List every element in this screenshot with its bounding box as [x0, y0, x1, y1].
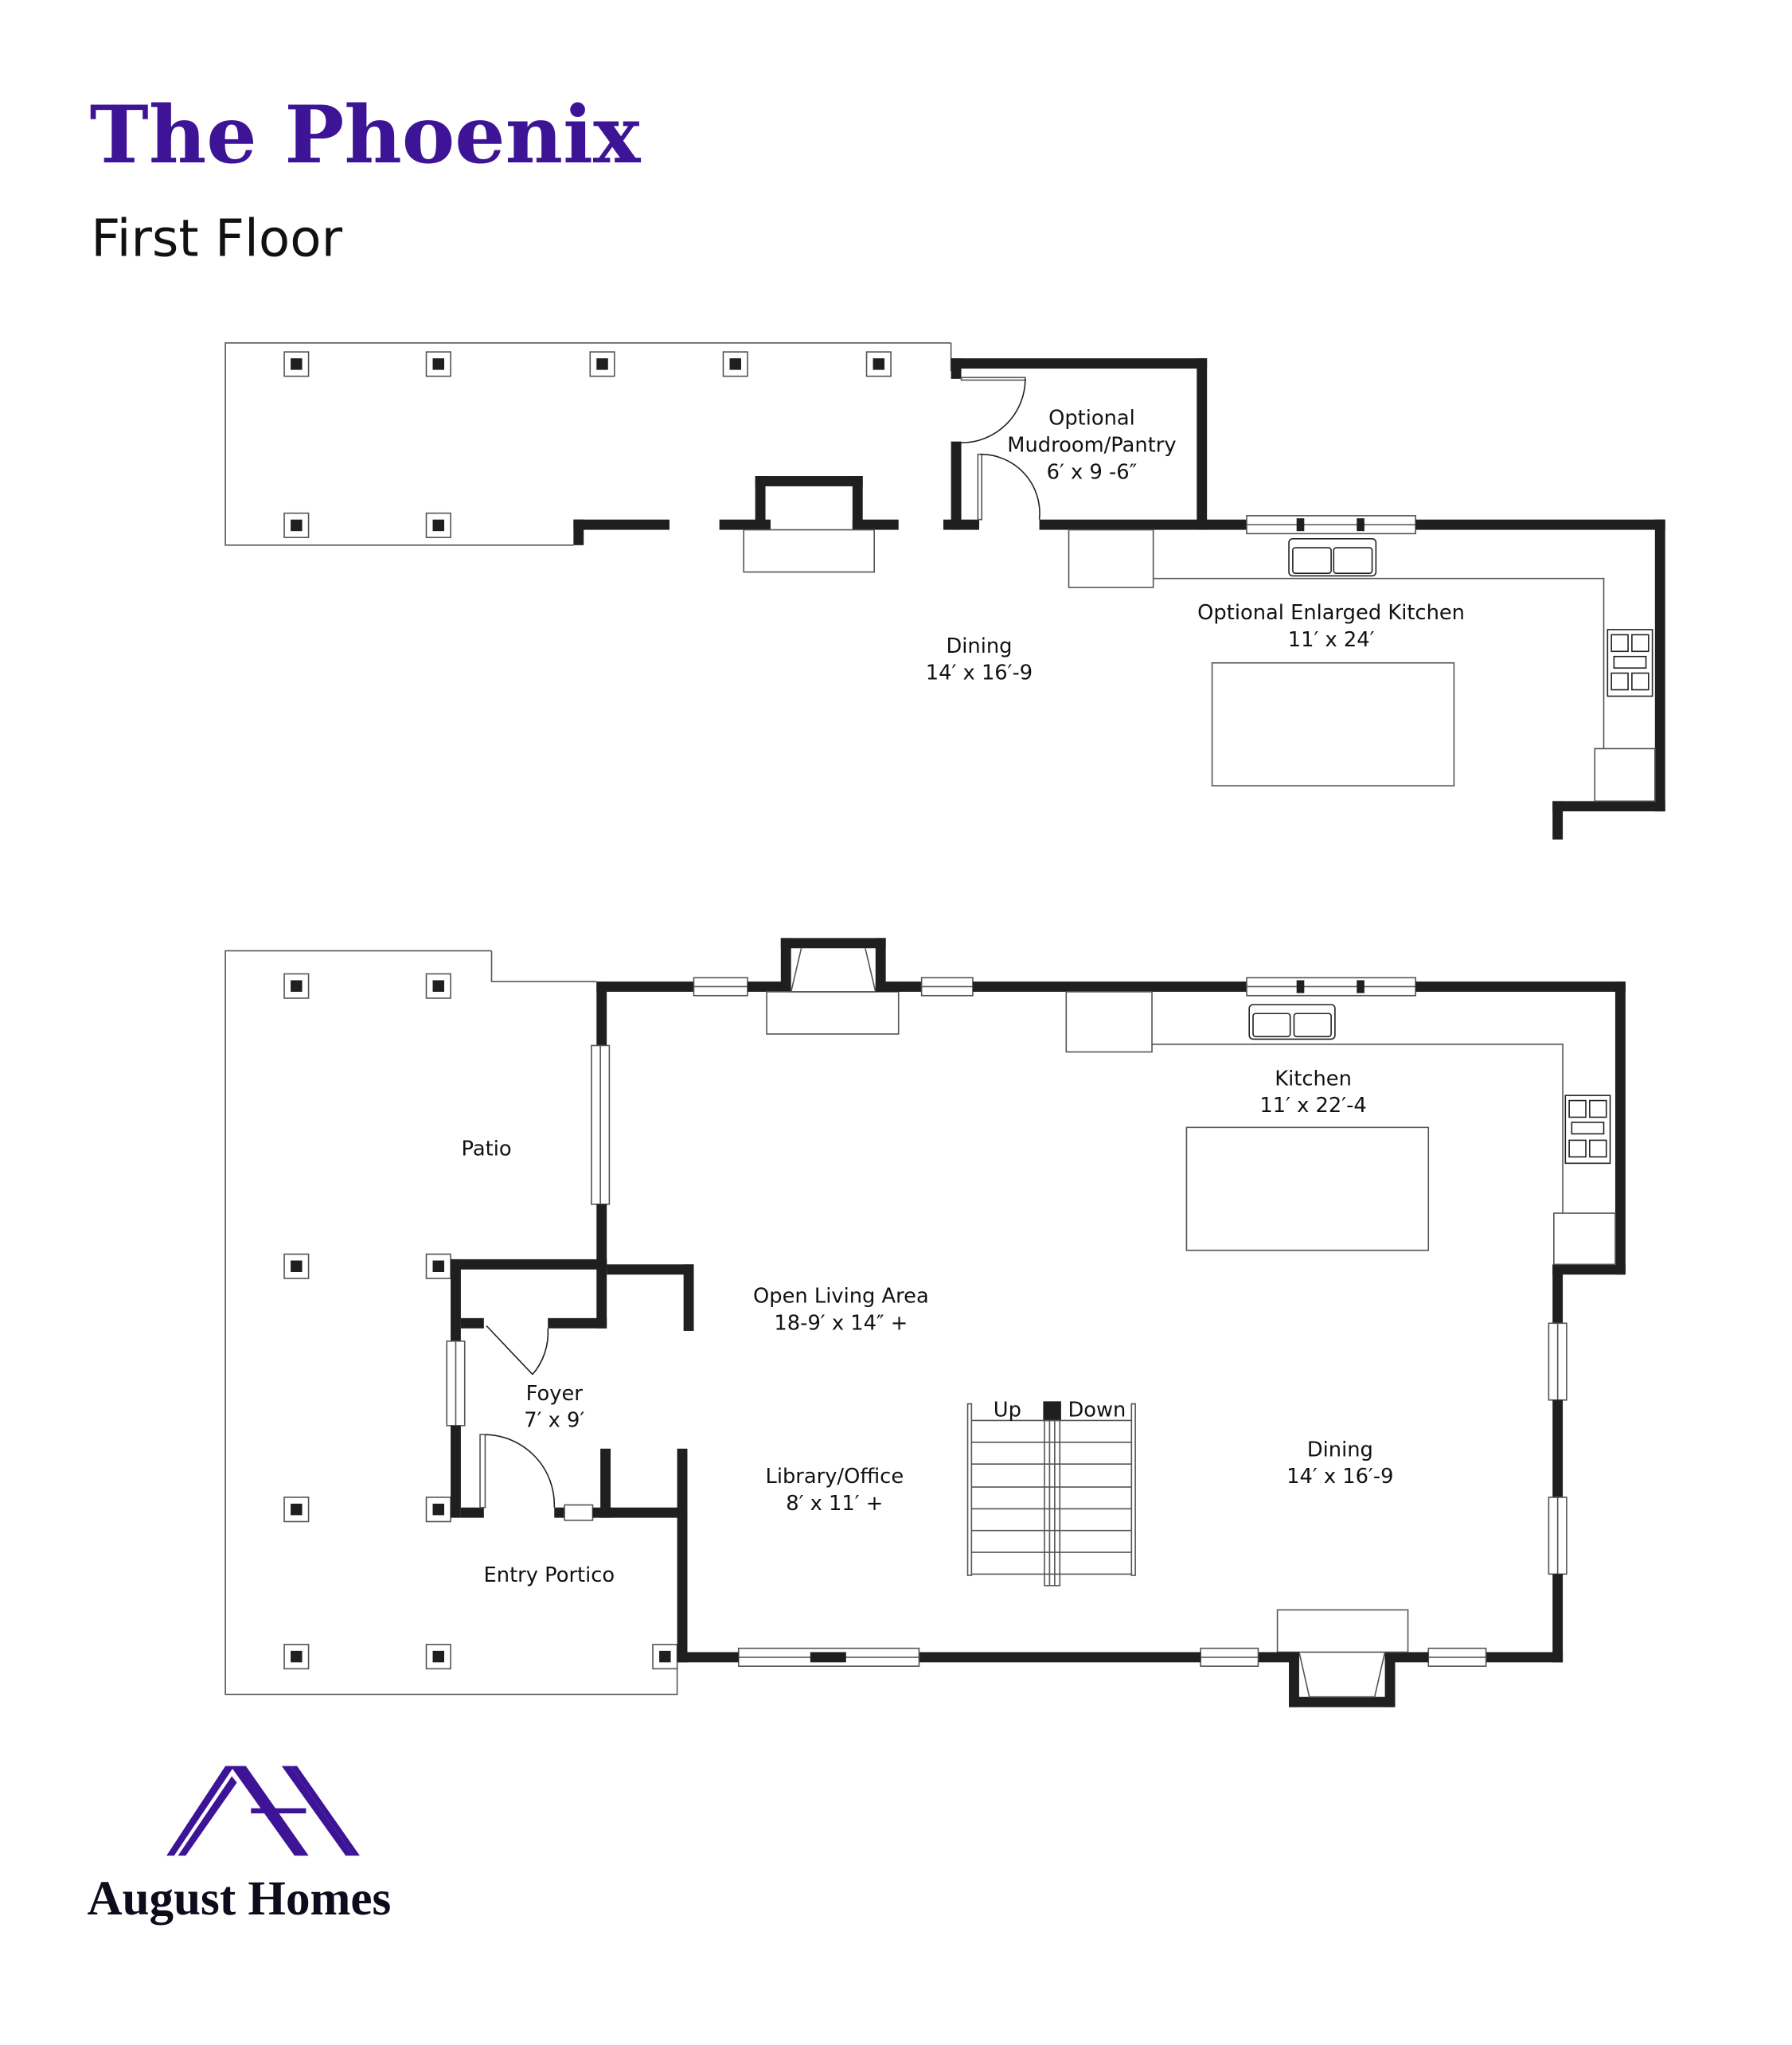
room-label-option-dining: Dining: [946, 634, 1012, 658]
column-post-icon: [283, 351, 892, 539]
column-post-icon: [283, 973, 678, 1670]
fireplace-icon: [719, 476, 899, 573]
room-dims-option-dining: 14′ x 16′-9: [926, 662, 1033, 685]
fireplace-icon: [766, 938, 900, 1035]
fireplace-icon: [1276, 1609, 1429, 1707]
option-plan: Optional Mudroom/Pantry 6′ x 9 -6″ Optio…: [224, 342, 1665, 840]
page-title: The Phoenix: [90, 88, 642, 181]
room-dims-open-living: 18-9′ x 14″ +: [774, 1311, 908, 1335]
room-dims-foyer: 7′ x 9′: [524, 1409, 584, 1433]
room-dims-mudroom: 6′ x 9 -6″: [1047, 460, 1138, 484]
room-label-enlarged-kitchen: Optional Enlarged Kitchen: [1197, 601, 1465, 625]
room-label-library: Library/Office: [765, 1465, 904, 1489]
double-sink-icon: [1288, 538, 1377, 577]
brand-name: August Homes: [87, 1872, 391, 1926]
room-label-mudroom-line2: Mudroom/Pantry: [1007, 433, 1176, 457]
room-dims-dining: 14′ x 16′-9: [1286, 1465, 1393, 1489]
cooktop-icon: [1607, 629, 1653, 697]
room-label-patio: Patio: [462, 1138, 512, 1161]
staircase-icon: [966, 1401, 1136, 1586]
room-label-dining: Dining: [1307, 1438, 1373, 1462]
room-dims-enlarged-kitchen: 11′ x 24′: [1288, 628, 1375, 652]
room-label-open-living: Open Living Area: [753, 1285, 929, 1309]
stairs-up-label: Up: [994, 1399, 1021, 1423]
option-patio-outline: [224, 342, 951, 546]
kitchen-island: [1211, 662, 1455, 786]
stairs-down-label: Down: [1068, 1399, 1126, 1423]
august-homes-ah-logo-icon: [166, 1766, 360, 1856]
patio-outline: [224, 950, 678, 1696]
room-label-foyer: Foyer: [526, 1382, 584, 1406]
room-dims-library: 8′ x 11′ +: [786, 1492, 883, 1516]
kitchen-island: [1185, 1126, 1430, 1251]
room-label-mudroom: Optional: [1048, 407, 1135, 431]
main-plan: Up Down Patio Kitchen 11′ x 22′-4 Open L…: [224, 938, 1626, 1707]
double-sink-icon: [1248, 1004, 1336, 1040]
page-subtitle: First Floor: [91, 209, 342, 269]
room-label-entry-portico: Entry Portico: [484, 1563, 615, 1587]
room-label-kitchen: Kitchen: [1275, 1067, 1352, 1091]
room-dims-kitchen: 11′ x 22′-4: [1259, 1094, 1366, 1118]
cooktop-icon: [1564, 1095, 1611, 1165]
